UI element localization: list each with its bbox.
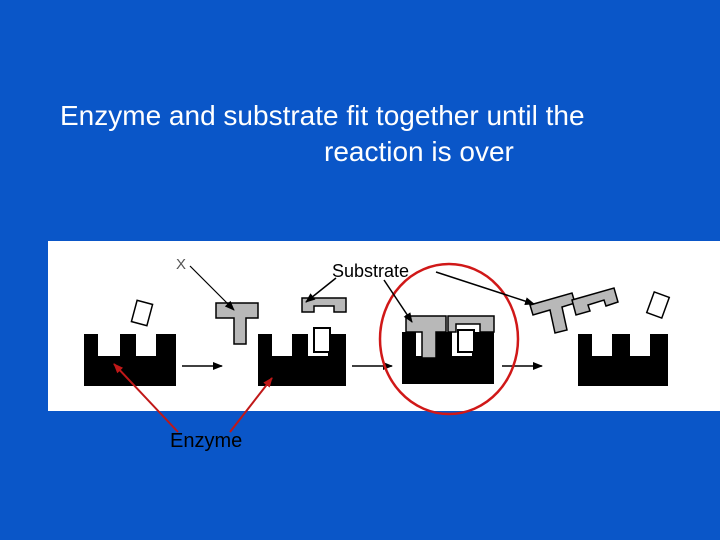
loose-block-right xyxy=(645,290,671,320)
label-substrate: Substrate xyxy=(332,261,409,281)
pointer-substrate-2 xyxy=(383,279,413,323)
pointer-x xyxy=(189,265,235,311)
enzyme-shape-4 xyxy=(578,334,668,386)
substrate-bound-cap xyxy=(447,315,495,333)
substrate-bound-block xyxy=(457,329,475,353)
loose-block-left xyxy=(130,299,154,327)
enzyme-shape-3 xyxy=(402,332,494,384)
enzyme-shape-1 xyxy=(84,334,176,386)
label-x: X xyxy=(176,256,186,273)
label-enzyme: Enzyme xyxy=(170,430,242,452)
product-bent-piece xyxy=(571,287,619,316)
substrate-bound-t-piece xyxy=(405,315,447,359)
title-line-2: reaction is over xyxy=(324,136,514,167)
pointer-enzyme-2 xyxy=(229,377,273,433)
enzyme-shape-2 xyxy=(258,334,346,386)
pointer-substrate-3 xyxy=(435,271,535,306)
product-t-piece xyxy=(529,292,576,334)
substrate-t-piece-1 xyxy=(215,302,259,345)
highlight-circle xyxy=(378,262,520,416)
substrate-small-block xyxy=(313,327,331,353)
title-line-1: Enzyme and substrate fit together until … xyxy=(60,100,585,131)
pointer-enzyme-1 xyxy=(113,363,179,433)
pointer-substrate-1 xyxy=(305,277,337,303)
